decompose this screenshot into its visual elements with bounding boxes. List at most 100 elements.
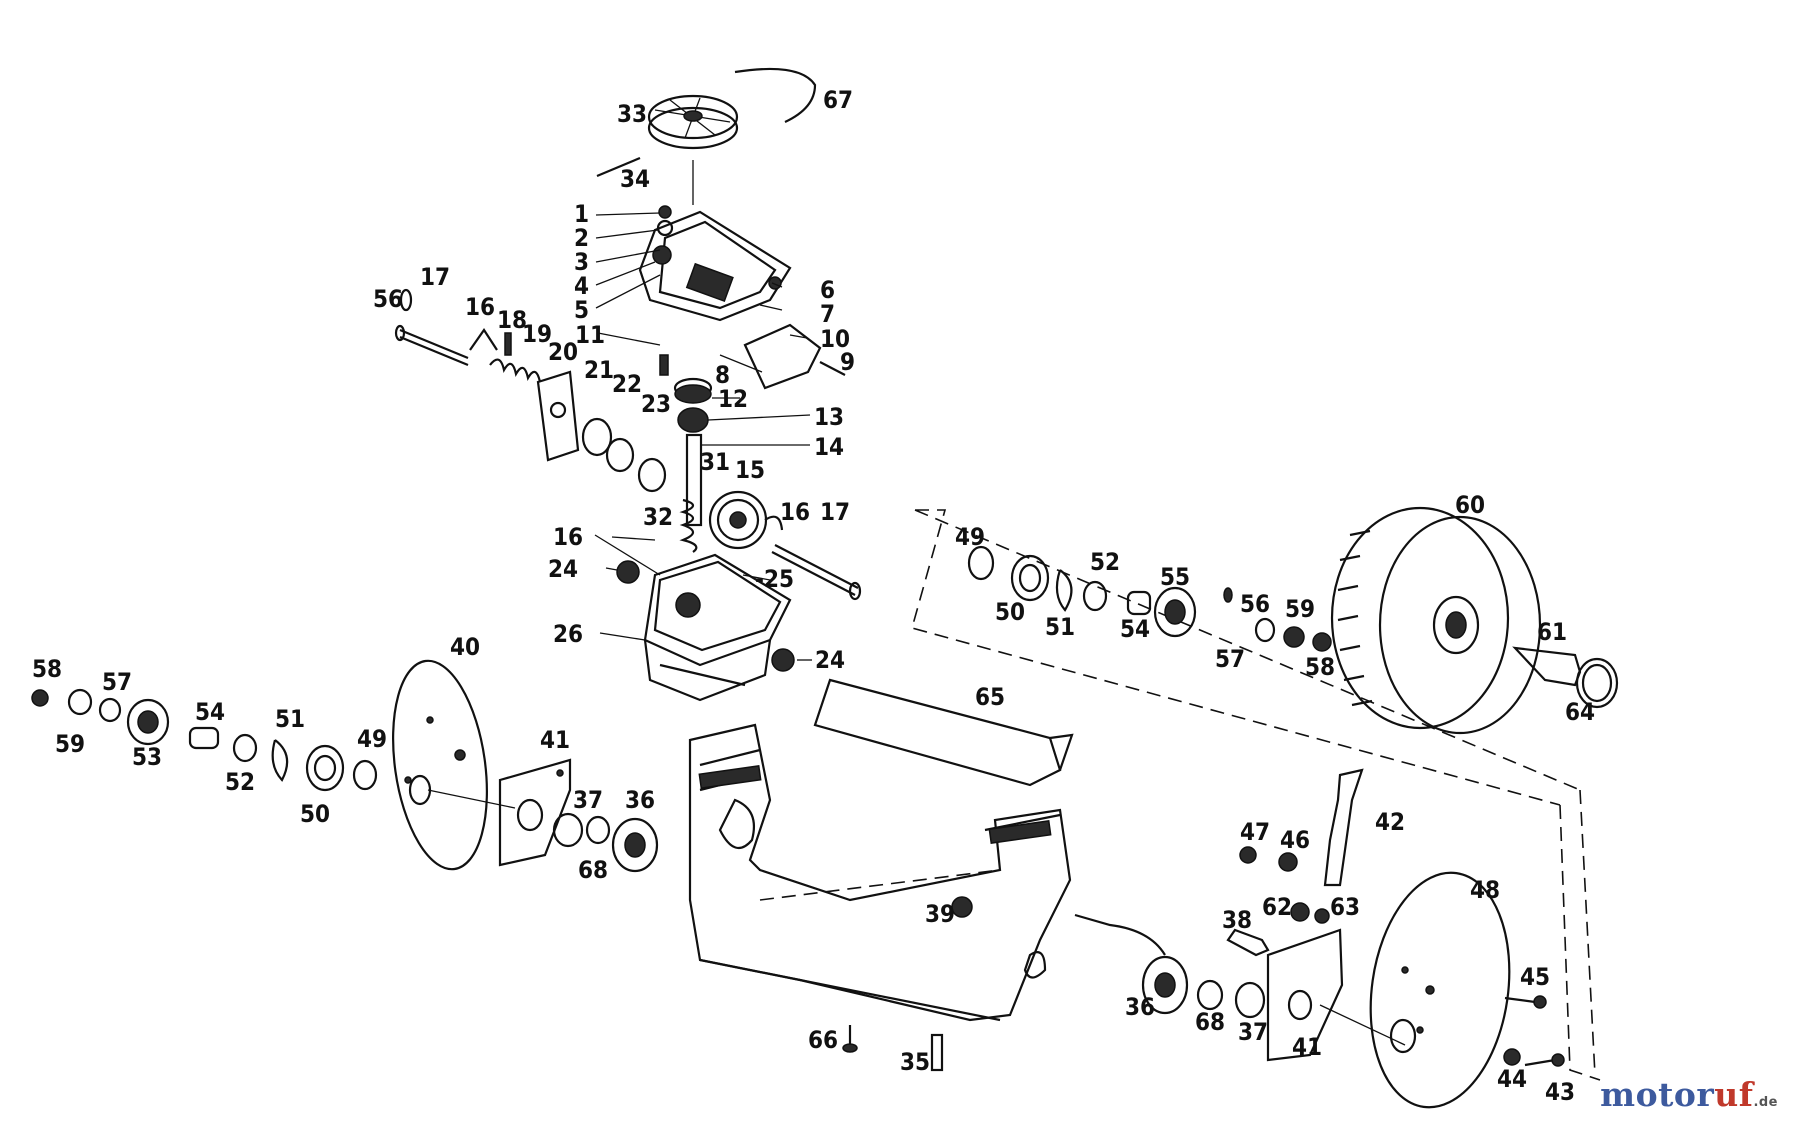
wheel-assembly-bracket-dashed — [911, 509, 1601, 1081]
worm-shaft-14 — [679, 433, 703, 553]
clip-16a — [469, 328, 498, 351]
clip-16b — [764, 515, 784, 531]
switch-block-10 — [743, 323, 846, 390]
label-55: 55 — [1160, 563, 1190, 591]
label-54a: 54 — [1120, 615, 1150, 643]
label-20: 20 — [548, 338, 578, 366]
gear-housing-cover — [638, 205, 792, 322]
label-58b: 58 — [32, 655, 62, 683]
label-32: 32 — [643, 503, 673, 531]
washer-46 — [1278, 852, 1298, 872]
label-1: 1 — [574, 200, 589, 228]
bolt-38 — [1226, 928, 1270, 957]
label-53a: 53 — [132, 743, 162, 771]
label-36b: 36 — [1125, 993, 1155, 1021]
deck-housing — [688, 723, 1072, 1022]
label-16c: 16 — [780, 498, 810, 526]
label-42: 42 — [1375, 808, 1405, 836]
washer-57a — [1254, 617, 1276, 643]
label-6: 6 — [820, 276, 835, 304]
label-37a: 37 — [573, 786, 603, 814]
washer-68b — [1196, 979, 1224, 1011]
nut-58a — [1312, 632, 1332, 652]
spacer-37a — [552, 812, 584, 848]
label-68a: 68 — [578, 856, 608, 884]
label-19: 19 — [522, 320, 552, 348]
watermark-part1: motor — [1600, 1075, 1715, 1114]
label-58a: 58 — [1305, 653, 1335, 681]
label-44: 44 — [1497, 1065, 1527, 1093]
wheel-disc-48 — [1369, 871, 1511, 1109]
clip-51a — [1055, 569, 1073, 612]
screw-66 — [842, 1025, 858, 1053]
washer-52a — [1082, 580, 1108, 612]
label-65: 65 — [975, 683, 1005, 711]
nut-59a — [1283, 626, 1305, 648]
wheel-disc-40 — [392, 659, 488, 871]
label-61: 61 — [1537, 618, 1567, 646]
bearing-36b — [1141, 955, 1189, 1015]
clip-56a — [399, 288, 413, 312]
label-37b: 37 — [1238, 1018, 1268, 1046]
label-36a: 36 — [625, 786, 655, 814]
label-8: 8 — [715, 361, 730, 389]
bracket-41b — [1266, 928, 1344, 1062]
label-21: 21 — [584, 356, 614, 384]
label-16b: 16 — [553, 523, 583, 551]
label-43: 43 — [1545, 1078, 1575, 1106]
label-17a: 17 — [420, 263, 450, 291]
plate-20-hole — [549, 401, 567, 419]
label-64: 64 — [1565, 698, 1595, 726]
label-24b: 24 — [815, 646, 845, 674]
washer-63 — [1314, 908, 1330, 924]
washer-57b — [98, 697, 122, 723]
pin-18 — [504, 332, 512, 356]
spacer-54b — [188, 726, 220, 750]
label-18: 18 — [497, 306, 527, 334]
clip-56b — [1223, 587, 1233, 603]
bolt-43 — [1524, 1053, 1565, 1067]
label-66: 66 — [808, 1026, 838, 1054]
label-12: 12 — [718, 385, 748, 413]
label-68b: 68 — [1195, 1008, 1225, 1036]
label-51a: 51 — [1045, 613, 1075, 641]
label-56b: 56 — [1240, 590, 1270, 618]
nut-59b — [67, 688, 93, 716]
nut-24a — [616, 560, 640, 584]
label-3: 3 — [574, 248, 589, 276]
label-54b: 54 — [195, 698, 225, 726]
label-56a: 56 — [373, 285, 403, 313]
label-47: 47 — [1240, 818, 1270, 846]
worm-gear-15 — [708, 490, 768, 550]
label-14: 14 — [814, 433, 844, 461]
washer-49b — [352, 759, 378, 791]
nut-47 — [1239, 846, 1257, 864]
bracket-41a — [498, 758, 572, 867]
hubcap-64 — [1575, 657, 1619, 709]
label-31: 31 — [700, 448, 730, 476]
label-25: -25 — [755, 565, 794, 593]
watermark-part2: uf — [1714, 1075, 1754, 1114]
bushing-13 — [677, 407, 709, 433]
label-49a: 49 — [955, 523, 985, 551]
label-35: 35 — [900, 1048, 930, 1076]
label-39: 39 — [925, 900, 955, 928]
label-46: 46 — [1280, 826, 1310, 854]
clip-51b — [271, 739, 289, 782]
nut-58b — [31, 689, 49, 707]
label-5: 5 — [574, 296, 589, 324]
washer-52b — [232, 733, 258, 763]
label-15: 15 — [735, 456, 765, 484]
washer-23 — [637, 457, 667, 493]
bearing-36a — [611, 817, 659, 873]
pin-11 — [659, 354, 669, 376]
label-50a: 50 — [995, 598, 1025, 626]
label-57a: 57 — [1215, 645, 1245, 673]
nut-62 — [1290, 902, 1310, 922]
belt-67 — [734, 67, 817, 123]
label-60: 60 — [1455, 491, 1485, 519]
label-41b: 41 — [1292, 1033, 1322, 1061]
axle-17b — [771, 544, 862, 601]
label-24a: 24 — [548, 555, 578, 583]
